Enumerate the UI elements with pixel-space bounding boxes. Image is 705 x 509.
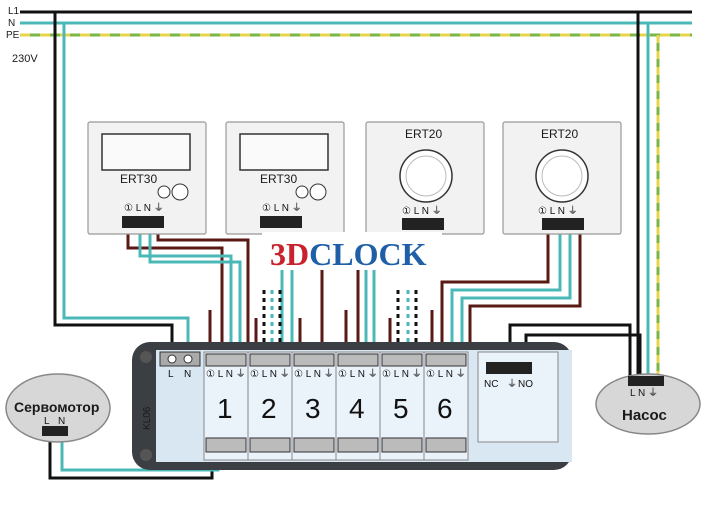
pump-supply-wires (636, 12, 660, 378)
thermostat-ert20-1: ERT20 ① L N ⏚ (365, 121, 485, 235)
zone-5: ① L N ⏚ 5 (379, 351, 425, 461)
svg-text:① L N ⏚: ① L N ⏚ (338, 368, 378, 380)
servomotor: Сервомотор L N (5, 373, 111, 443)
button-icon (157, 185, 171, 199)
servomotor-label: Сервомотор (14, 399, 99, 415)
module-n-label: N (184, 369, 191, 380)
thermostat-3-model: ERT20 (405, 127, 442, 141)
module-supply-wires (53, 12, 190, 355)
svg-text:① L N ⏚: ① L N ⏚ (382, 368, 422, 380)
zone-number: 2 (261, 393, 277, 424)
n-label: N (8, 18, 15, 29)
voltage-label: 230V (12, 53, 38, 65)
thermostat-3-terminals: ① L N ⏚ (402, 205, 442, 217)
pump-terminals: L N ⏚ (630, 387, 658, 399)
zone-number: 4 (349, 393, 365, 424)
thermostat-ert30-1: ERT30 ① L N ⏚ (87, 121, 207, 235)
thermostat-1-terminals: ① L N ⏚ (124, 202, 164, 214)
zone-channels: ① L N ⏚ 1 ① L N ⏚ 2 ① L N ⏚ 3 ① L N ⏚ 4 (203, 351, 469, 461)
pe-label: PE (6, 30, 20, 41)
zone-6: ① L N ⏚ 6 (423, 351, 469, 461)
watermark-text: 3DCLOCK (270, 236, 427, 272)
svg-text:① L N ⏚: ① L N ⏚ (206, 368, 246, 380)
svg-text:L: L (44, 416, 50, 427)
power-bus: L1 N PE 230V (6, 6, 692, 65)
knob-icon (309, 183, 327, 201)
relay-no-label: NO (518, 379, 533, 390)
thermostat-1-model: ERT30 (120, 172, 157, 186)
terminal-block (260, 216, 302, 228)
svg-text:① L N ⏚: ① L N ⏚ (426, 368, 466, 380)
thermostat-4-terminals: ① L N ⏚ (538, 205, 578, 217)
terminal-block (402, 218, 444, 230)
zone-number: 6 (437, 393, 453, 424)
terminal-block (42, 426, 68, 436)
zone-4: ① L N ⏚ 4 (335, 351, 381, 461)
knob-icon (171, 183, 189, 201)
zone-1: ① L N ⏚ 1 (203, 351, 249, 461)
l1-label: L1 (8, 6, 20, 17)
pump-label: Насос (622, 407, 667, 424)
zone-number: 1 (217, 393, 233, 424)
terminal-block (628, 376, 664, 386)
thermostat-2-model: ERT30 (260, 172, 297, 186)
terminal-block (122, 216, 164, 228)
button-icon (295, 185, 309, 199)
watermark: 3DCLOCK (262, 232, 442, 272)
module-name: KL06 (142, 406, 153, 430)
thermostat-2-terminals: ① L N ⏚ (262, 202, 302, 214)
module-l-label: L (168, 369, 174, 380)
thermostat-ert20-2: ERT20 ① L N ⏚ (502, 121, 622, 235)
terminal-block (542, 218, 584, 230)
pump: L N ⏚ Насос (595, 373, 701, 435)
svg-text:① L N ⏚: ① L N ⏚ (294, 368, 334, 380)
thermostat-4-model: ERT20 (541, 127, 578, 141)
zone-2: ① L N ⏚ 2 (247, 351, 293, 461)
svg-text:① L N ⏚: ① L N ⏚ (250, 368, 290, 380)
svg-text:N: N (58, 416, 65, 427)
thermostat-ert30-2: ERT30 ① L N ⏚ (225, 121, 345, 235)
relay-ground-label: ⏚ (507, 378, 517, 390)
zone-number: 5 (393, 393, 409, 424)
relay-nc-label: NC (484, 379, 498, 390)
zone-number: 3 (305, 393, 321, 424)
zone-3: ① L N ⏚ 3 (291, 351, 337, 461)
